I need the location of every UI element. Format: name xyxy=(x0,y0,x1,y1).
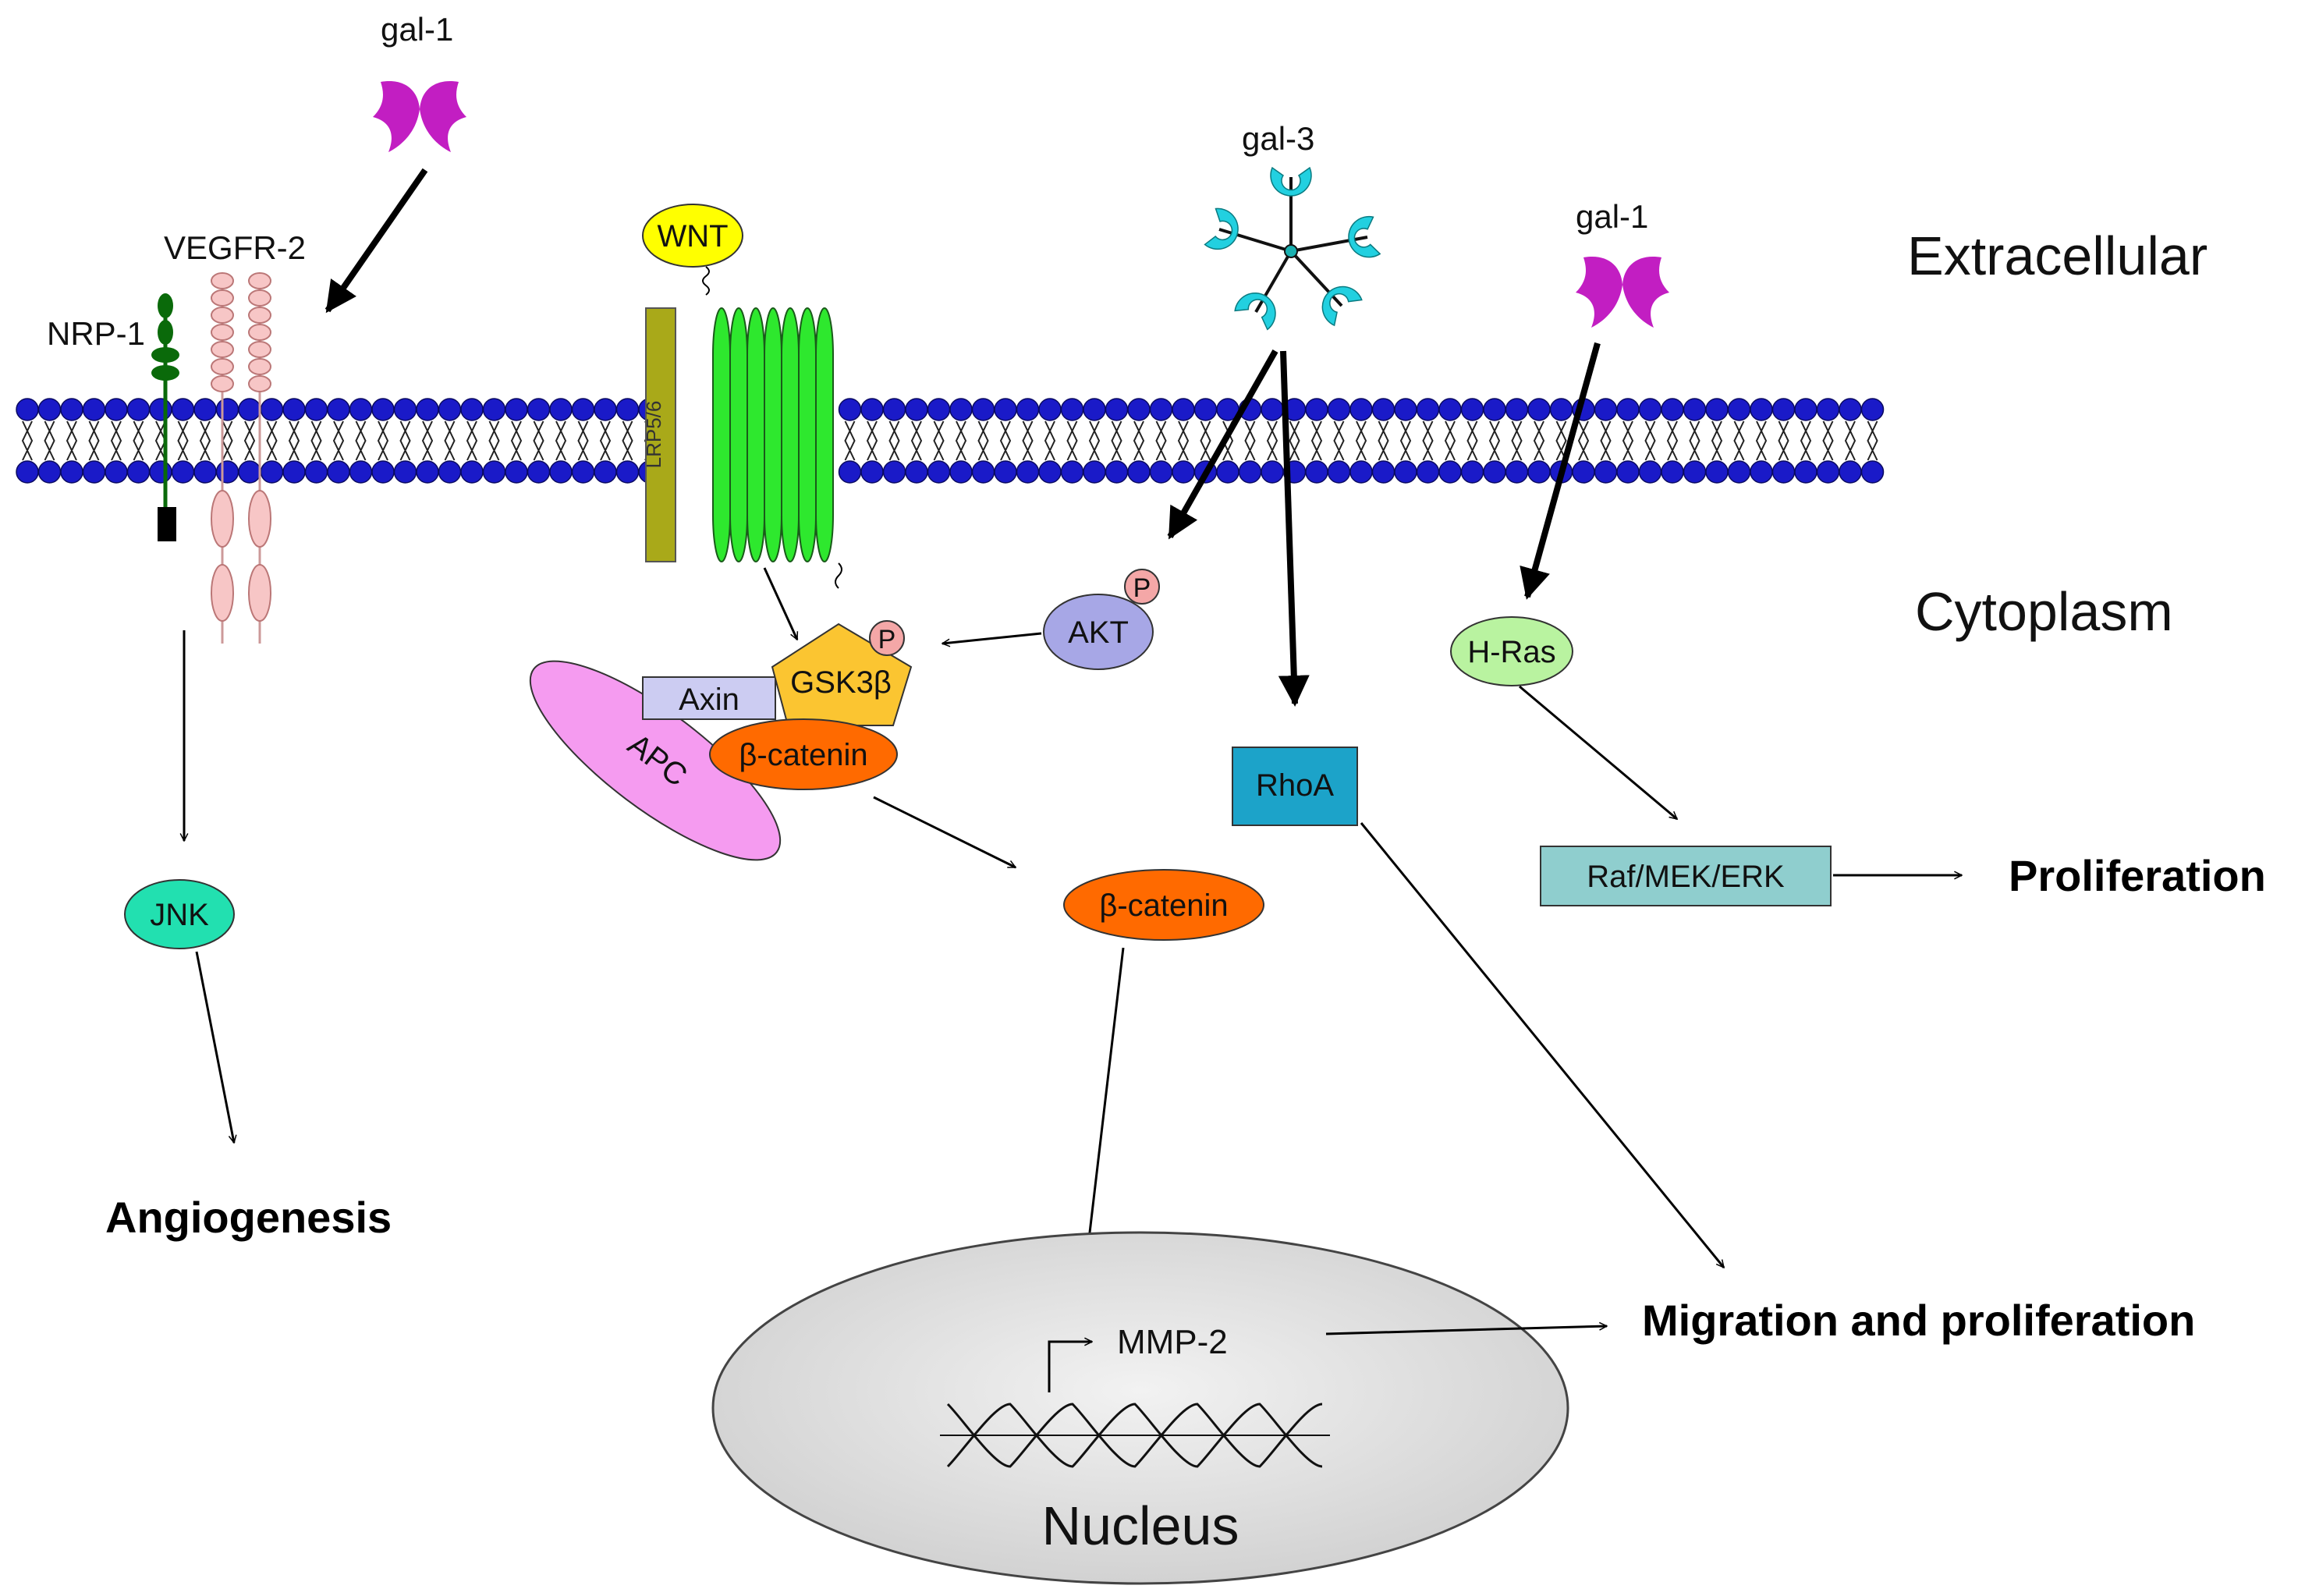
destruction-complex: APC Axin GSK3β P β-catenin xyxy=(529,620,913,861)
rhoa-node: RhoA xyxy=(1232,747,1358,826)
akt-phospho-label: P xyxy=(1133,573,1151,603)
beta-catenin-complex xyxy=(709,718,898,790)
jnk-label: JNK xyxy=(150,898,209,932)
wnt-label: WNT xyxy=(657,219,728,254)
akt-label: AKT xyxy=(1068,615,1129,650)
gsk3b-label: GSK3β xyxy=(790,665,892,700)
apc-protein xyxy=(529,660,782,861)
akt-to-gsk-arrow xyxy=(942,632,1042,644)
vegfr2-label: VEGFR-2 xyxy=(164,229,306,266)
gsk-phospho xyxy=(869,620,905,656)
rhoa-to-migration-arrow xyxy=(1360,822,1725,1268)
lrp56-label: LRP5/6 xyxy=(642,401,665,469)
frizzled-receptor xyxy=(712,307,842,589)
axin-protein xyxy=(642,676,776,720)
gal3-to-akt-arrow xyxy=(1167,349,1278,540)
beta-catenin-free-label: β-catenin xyxy=(1099,888,1228,923)
proliferation-label: Proliferation xyxy=(2009,851,2266,900)
gal1-right-label: gal-1 xyxy=(1576,198,1648,235)
mmp2-to-migration-arrow xyxy=(1325,1326,1607,1335)
gal3-to-rhoa-arrow xyxy=(1278,350,1310,707)
galectin-1-left-icon xyxy=(373,81,466,152)
akt-phospho xyxy=(1124,569,1160,605)
vegfr2-receptor xyxy=(211,272,271,644)
raf-mek-erk-label: Raf/MEK/ERK xyxy=(1587,860,1785,894)
cytoplasm-label: Cytoplasm xyxy=(1915,581,2173,642)
angiogenesis-label: Angiogenesis xyxy=(105,1193,392,1242)
frizzled-to-complex-arrow xyxy=(763,567,799,640)
extracellular-label: Extracellular xyxy=(1907,225,2208,286)
raf-mek-erk-node: Raf/MEK/ERK xyxy=(1540,846,1832,906)
dna-helix-icon xyxy=(940,1403,1330,1468)
rhoa-label: RhoA xyxy=(1256,768,1334,803)
mmp2-label: MMP-2 xyxy=(1117,1323,1228,1361)
galectin-1-right-icon xyxy=(1576,257,1669,328)
hras-to-raf-arrow xyxy=(1519,685,1677,821)
jnk-node: JNK xyxy=(124,879,235,949)
akt-node: AKT P xyxy=(1043,569,1160,670)
galectin-3-icon xyxy=(1204,166,1381,331)
axin-label: Axin xyxy=(679,683,739,717)
complex-to-beta-catenin-arrow xyxy=(873,796,1016,869)
beta-catenin-complex-label: β-catenin xyxy=(739,738,867,772)
hras-label: H-Ras xyxy=(1467,635,1555,669)
gal1-to-hras-arrow xyxy=(1520,342,1601,600)
nucleus-label: Nucleus xyxy=(1042,1495,1239,1556)
transcription-arrow xyxy=(1048,1342,1092,1392)
gal3-label: gal-3 xyxy=(1242,120,1314,157)
gal1-to-vegfr-arrow xyxy=(324,168,428,314)
nucleus: Nucleus MMP-2 xyxy=(711,1231,1569,1585)
nrp1-label: NRP-1 xyxy=(47,315,145,352)
lrp56-receptor: LRP5/6 xyxy=(642,307,676,562)
wnt-ligand: WNT xyxy=(642,204,743,296)
migration-proliferation-label: Migration and proliferation xyxy=(1642,1296,2195,1345)
beta-catenin-free: β-catenin xyxy=(1063,869,1264,941)
cell-membrane xyxy=(16,398,1885,484)
gal1-left-label: gal-1 xyxy=(381,11,453,48)
nrp1-receptor xyxy=(151,293,179,541)
jnk-to-angiogenesis-arrow xyxy=(195,951,234,1143)
gsk-phospho-label: P xyxy=(878,625,896,654)
hras-node: H-Ras xyxy=(1450,616,1573,686)
